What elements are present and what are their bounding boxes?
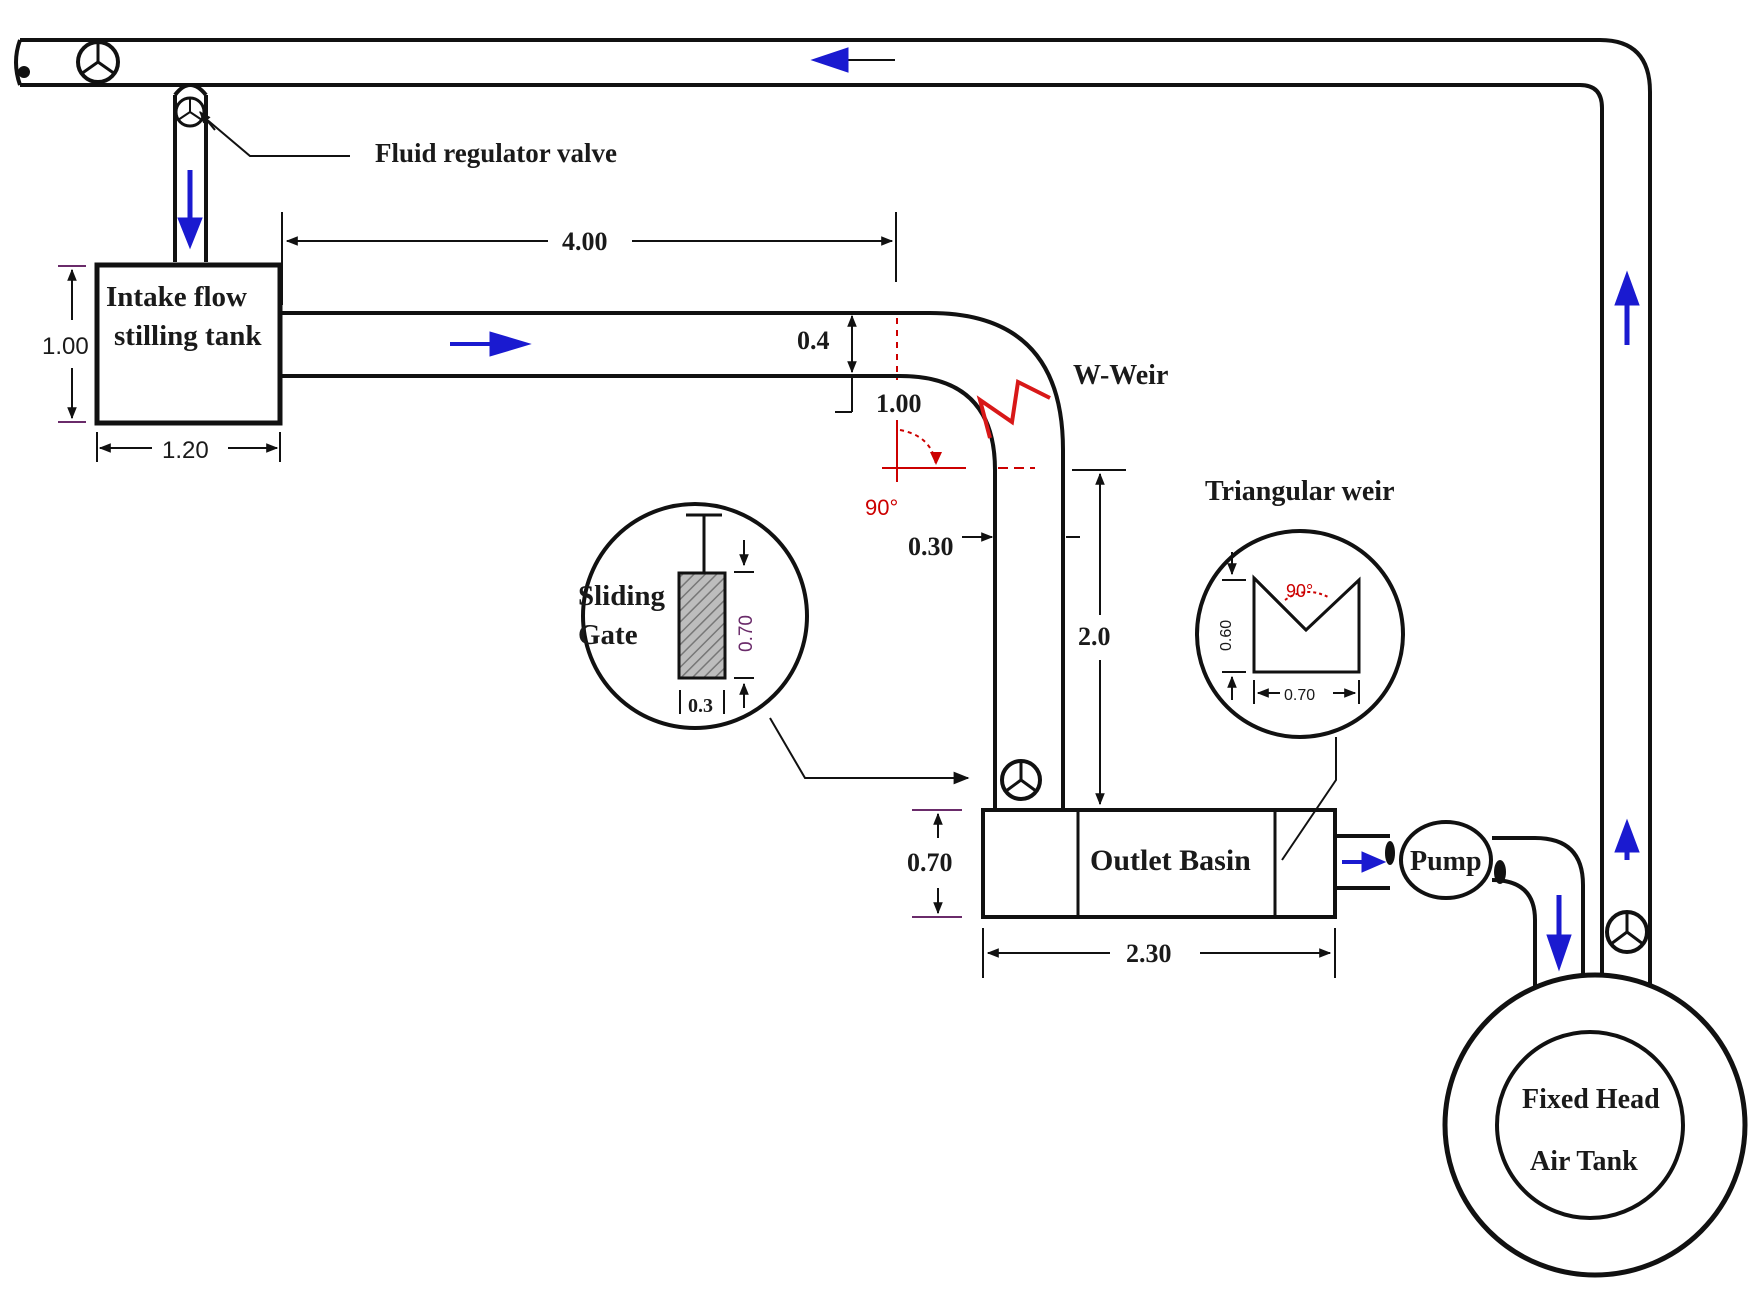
triangular-weir-callout [1195,529,1405,739]
regulator-leader [204,117,350,157]
channel-length-dimension [281,212,897,305]
pump-suction-pipe [1335,834,1395,890]
air-tank-inner-ring [1495,1030,1685,1220]
triangular-weir-leader [1281,737,1337,861]
sliding-gate-callout [581,502,809,730]
riser-valve-icon [1605,910,1649,954]
channel-length-value: 4.00 [562,227,608,256]
fluid-regulator-label: Fluid regulator valve [375,138,617,168]
intake-width-value: 1.20 [162,437,209,464]
sliding-gate-label-line1: Sliding [578,580,666,612]
gate-height-value: 0.70 [736,615,757,652]
discharge-flow-arrow-icon [1546,895,1572,972]
w-weir-label: W-Weir [1073,360,1168,391]
return-pipe [14,38,1652,990]
sliding-gate-label-line2: Gate [578,619,638,651]
air-tank-label-line2: Air Tank [1530,1146,1638,1177]
fixed-head-air-tank [1442,972,1748,1278]
channel-depth-value: 0.4 [797,326,830,355]
intake-flow-arrow-icon [177,170,203,250]
drop-height-dimension [1072,469,1126,806]
w-weir-icon [976,378,1051,439]
gate-width-value: 0.3 [688,695,713,717]
basin-height-value: 0.70 [907,848,953,877]
riser-flow-arrow-lower-icon [1614,818,1640,860]
riser-flow-arrow-upper-icon [1614,270,1640,345]
air-tank-label-line1: Fixed Head [1522,1084,1660,1115]
drop-width-value: 0.30 [908,532,954,561]
bend-angle-value: 90° [865,495,898,520]
bend-radius-value: 1.00 [876,389,922,418]
pump-icon [1399,820,1493,900]
sliding-gate-leader [769,717,970,785]
channel-depth-dimension [835,314,857,413]
basin-outflow-arrow-icon [1342,851,1387,873]
top-flow-arrow-icon [810,47,895,73]
pump-label: Pump [1410,846,1482,877]
channel-flow-arrow-icon [450,331,532,357]
regulator-valve-icon [174,96,206,128]
weir-height-value: 0.60 [1218,620,1235,651]
triangular-weir-icon [1222,552,1361,704]
intake-stilling-tank [94,262,283,426]
pump-discharge-pipe [1491,836,1585,990]
intake-height-dimension [58,265,86,423]
channel [280,311,1065,808]
bend-angle-marker [882,318,1035,482]
intake-width-dimension [96,432,281,462]
intake-height-value: 1.00 [42,333,89,360]
basin-length-value: 2.30 [1126,939,1172,968]
triangular-weir-label: Triangular weir [1205,476,1395,507]
intake-label-line1: Intake flow [106,281,247,313]
sliding-gate-icon [677,513,754,714]
drop-valve-icon [1000,759,1042,801]
intake-label-line2: stilling tank [114,320,262,352]
outlet-basin-label: Outlet Basin [1090,844,1251,877]
drop-height-value: 2.0 [1078,622,1111,651]
weir-angle-value: 90° [1286,581,1313,601]
outlet-basin [981,808,1337,919]
basin-length-dimension [982,928,1336,978]
basin-height-dimension [912,809,962,918]
top-pipe-valve-icon [76,40,120,84]
weir-width-value: 0.70 [1284,687,1315,704]
